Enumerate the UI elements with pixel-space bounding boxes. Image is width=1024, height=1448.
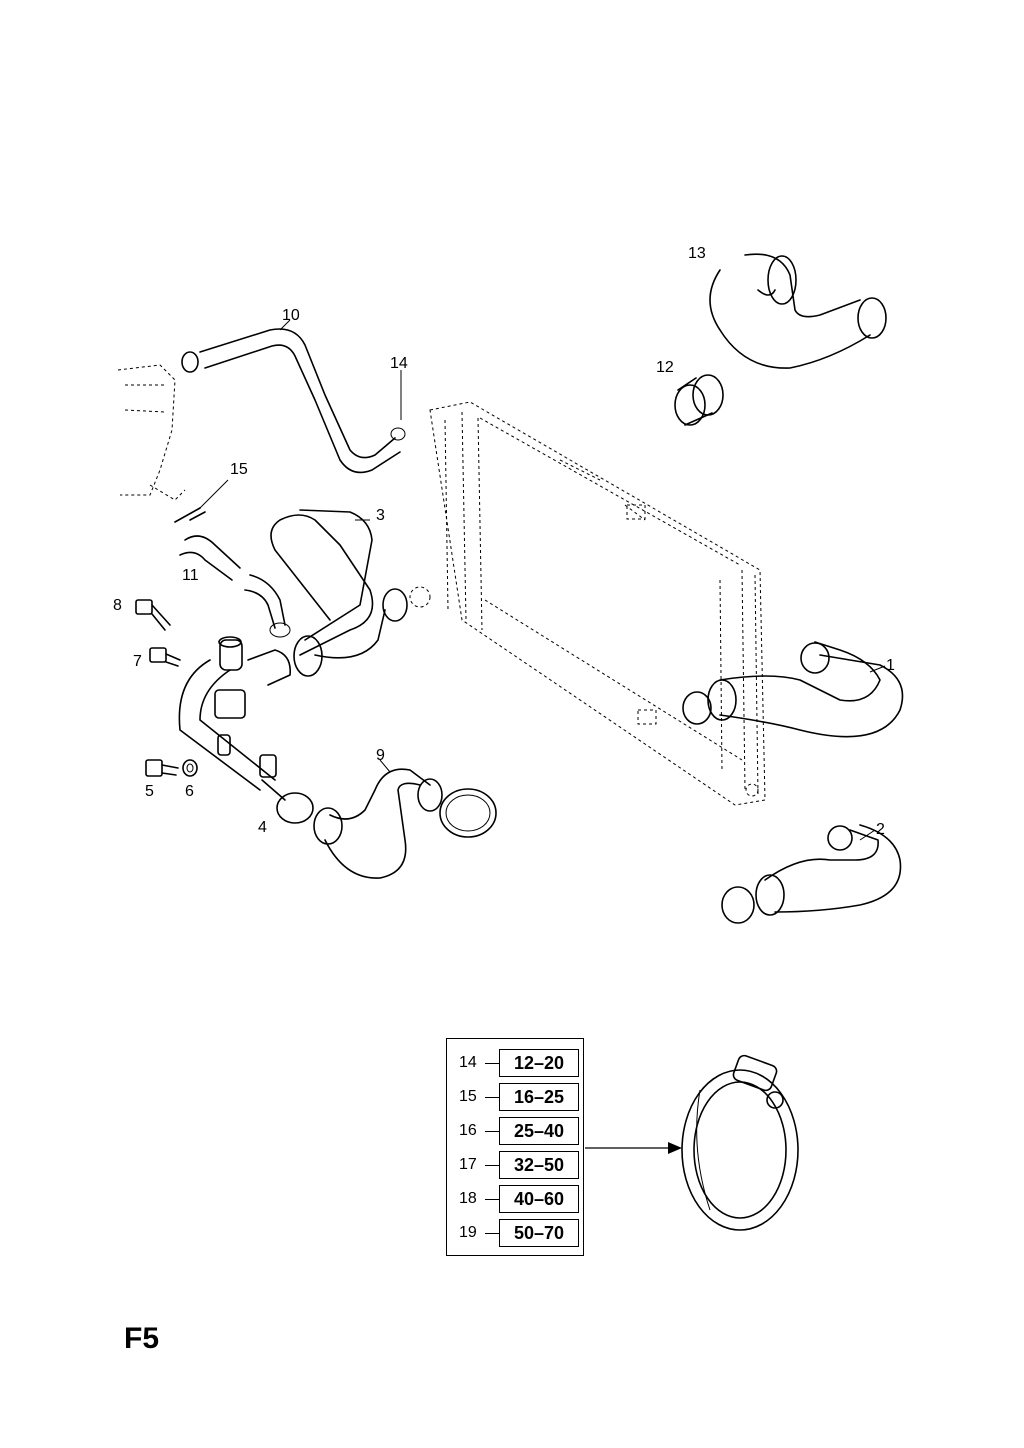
clamp-row: 16 25–40 xyxy=(447,1117,585,1145)
callout-5: 5 xyxy=(145,783,154,800)
hose-9 xyxy=(313,768,497,879)
hose-3 xyxy=(270,509,408,677)
callout-6: 6 xyxy=(185,783,194,800)
clamp-row: 14 12–20 xyxy=(447,1049,585,1077)
sleeve-12 xyxy=(674,374,724,426)
clamp-row-number: 14 xyxy=(459,1054,477,1071)
hose-11 xyxy=(174,507,291,638)
clamp-row-range: 40–60 xyxy=(499,1185,579,1213)
clamp-row-range: 12–20 xyxy=(499,1049,579,1077)
callout-2: 2 xyxy=(876,821,885,838)
engine-block xyxy=(117,364,186,501)
callout-12: 12 xyxy=(656,359,674,376)
clamp-size-table: 14 12–20 15 16–25 16 25–40 17 32–50 18 4… xyxy=(446,1038,584,1256)
bolt-7 xyxy=(149,647,181,667)
clamp-row-number: 18 xyxy=(459,1190,477,1207)
callout-13: 13 xyxy=(688,245,706,262)
callout-1: 1 xyxy=(886,657,895,674)
clamp-row-tick xyxy=(485,1131,499,1132)
clamp-row-tick xyxy=(485,1097,499,1098)
clamp-row: 19 50–70 xyxy=(447,1219,585,1247)
washer-6 xyxy=(182,759,198,777)
hose-1 xyxy=(682,641,904,738)
hose-13 xyxy=(709,253,887,369)
leader-lines xyxy=(199,319,886,841)
callout-10: 10 xyxy=(282,307,300,324)
clamp-row-number: 15 xyxy=(459,1088,477,1105)
callout-7: 7 xyxy=(133,653,142,670)
page-label: F5 xyxy=(124,1322,160,1355)
clamp-row-tick xyxy=(485,1233,499,1234)
callout-11: 11 xyxy=(182,567,199,584)
clamp-row-tick xyxy=(485,1199,499,1200)
clamp-row-range: 50–70 xyxy=(499,1219,579,1247)
hose-10 xyxy=(181,328,406,474)
callout-8: 8 xyxy=(113,597,122,614)
clamp-row-tick xyxy=(485,1063,499,1064)
clamp-row: 18 40–60 xyxy=(447,1185,585,1213)
clamp-row-number: 19 xyxy=(459,1224,477,1241)
table-arrow xyxy=(585,1142,682,1154)
clamp-row-range: 25–40 xyxy=(499,1117,579,1145)
clamp-row-tick xyxy=(485,1165,499,1166)
clamp-row: 17 32–50 xyxy=(447,1151,585,1179)
clamp-row-number: 17 xyxy=(459,1156,477,1173)
callout-3: 3 xyxy=(376,507,385,524)
clamp-row: 15 16–25 xyxy=(447,1083,585,1111)
callout-9: 9 xyxy=(376,747,385,764)
pipe-4 xyxy=(178,636,314,824)
hose-clamp xyxy=(681,1054,799,1231)
bolt-8 xyxy=(135,599,171,631)
callout-14: 14 xyxy=(390,355,408,372)
hose-2 xyxy=(721,824,902,924)
clamp-row-number: 16 xyxy=(459,1122,477,1139)
callout-15: 15 xyxy=(230,461,248,478)
clamp-row-range: 16–25 xyxy=(499,1083,579,1111)
callout-4: 4 xyxy=(258,819,267,836)
clamp-row-range: 32–50 xyxy=(499,1151,579,1179)
bolt-5 xyxy=(145,759,179,777)
radiator xyxy=(409,401,766,806)
